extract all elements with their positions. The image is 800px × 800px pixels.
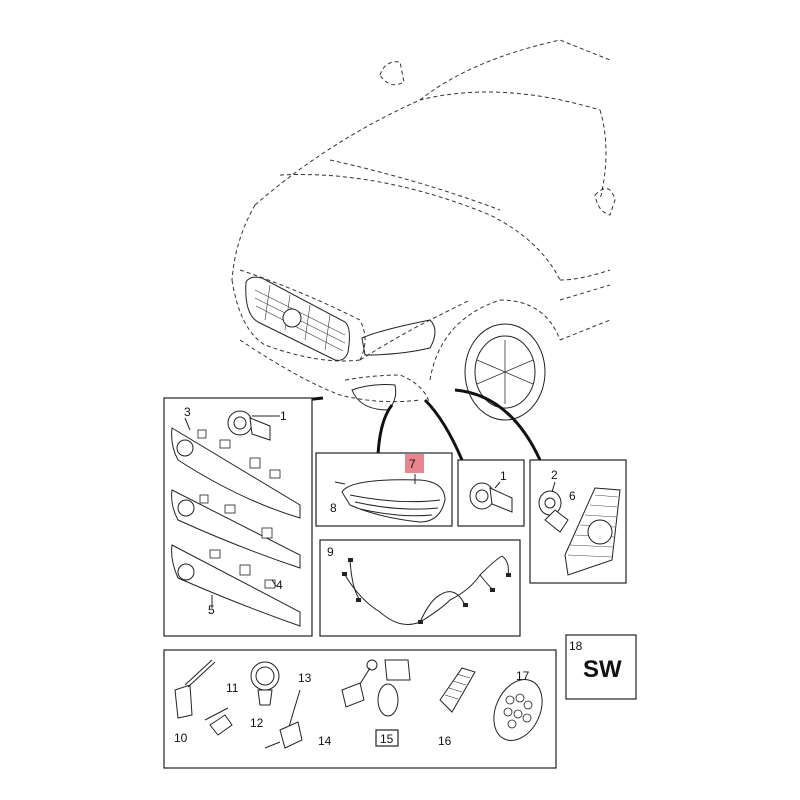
strip-16-part: [439, 667, 476, 713]
callout-8: 8: [330, 501, 337, 515]
callout-16: 16: [438, 734, 452, 748]
callout-12: 12: [250, 716, 264, 730]
callout-14: 14: [318, 734, 332, 748]
callout-1-sensor: 1: [500, 469, 507, 483]
sw-label: SW: [583, 656, 622, 683]
clip-15-part: [375, 659, 411, 747]
car-illustration: [231, 39, 616, 461]
sensor-bracket-middle: [171, 489, 301, 569]
callout-15: 15: [380, 732, 394, 746]
cable-tie-part: [174, 659, 216, 719]
panel-sensor-brackets: [163, 397, 313, 637]
callout-18: 18: [569, 639, 583, 653]
clip-13-part: [264, 689, 303, 749]
callout-3: 3: [184, 405, 191, 419]
panel-sensor-holder: [529, 459, 627, 584]
panel-bumper-cover: [315, 452, 453, 527]
callout-10: 10: [174, 731, 188, 745]
panel-sensor: [457, 459, 525, 527]
parking-sensor-part: [227, 410, 280, 441]
callout-9: 9: [327, 545, 334, 559]
highlight-marker: [405, 454, 424, 473]
grommet-17-part: [493, 679, 543, 741]
callout-2: 2: [551, 468, 558, 482]
callout-7: 7: [409, 457, 416, 471]
callout-17: 17: [516, 669, 530, 683]
panel-frame: [565, 634, 637, 700]
sensor-bracket-3: [171, 427, 301, 519]
callout-13: 13: [298, 671, 312, 685]
clamp-part: [204, 661, 280, 736]
callout-11: 11: [226, 681, 239, 695]
callout-5: 5: [208, 603, 215, 617]
panel-frame: [163, 649, 557, 769]
callout-4: 4: [276, 578, 283, 592]
callout-1: 1: [280, 409, 287, 423]
callout-labels: 1 3 4 5 7 8 1 2 6 9 10 11 12 13 14 15 16…: [174, 405, 583, 748]
panel-fasteners: [163, 649, 557, 769]
callout-6: 6: [569, 489, 576, 503]
panel-software: SW: [565, 634, 637, 700]
clip-14-part: [341, 659, 378, 708]
sensor-bracket-5: [171, 544, 301, 627]
panel-wiring-harness: [319, 539, 521, 637]
